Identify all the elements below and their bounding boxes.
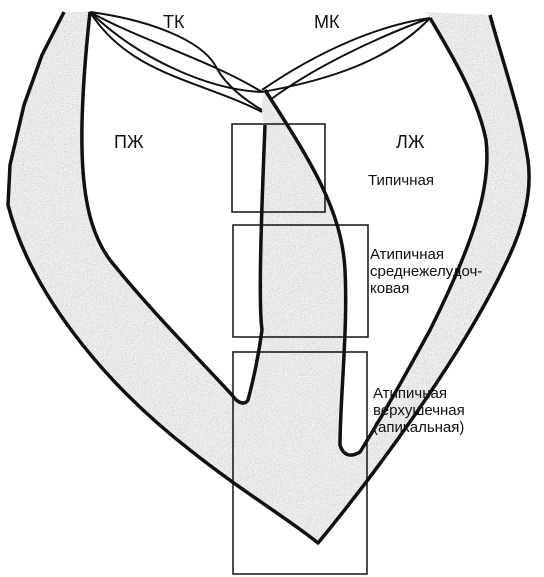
zone-label-atypical-apical-line3: (апикальная) bbox=[373, 419, 465, 436]
mitral-valve-label: МК bbox=[314, 12, 339, 33]
right-ventricle-label: ПЖ bbox=[114, 132, 144, 153]
zone-label-atypical-apical: Атипичная верхушечная (апикальная) bbox=[373, 385, 465, 436]
zone-label-atypical-mid-line2: среднежелудоч- bbox=[370, 263, 482, 280]
zone-label-atypical-apical-line2: верхушечная bbox=[373, 402, 465, 419]
left-ventricle-label: ЛЖ bbox=[396, 132, 424, 153]
zone-label-atypical-mid-line1: Атипичная bbox=[370, 246, 482, 263]
mitral-valve bbox=[262, 18, 430, 100]
tricuspid-valve-label: ТК bbox=[163, 12, 184, 33]
zone-label-atypical-mid: Атипичная среднежелудоч- ковая bbox=[370, 246, 482, 297]
zone-label-atypical-apical-line1: Атипичная bbox=[373, 385, 465, 402]
zone-label-typical: Типичная bbox=[368, 172, 434, 189]
zone-label-atypical-mid-line3: ковая bbox=[370, 280, 482, 297]
